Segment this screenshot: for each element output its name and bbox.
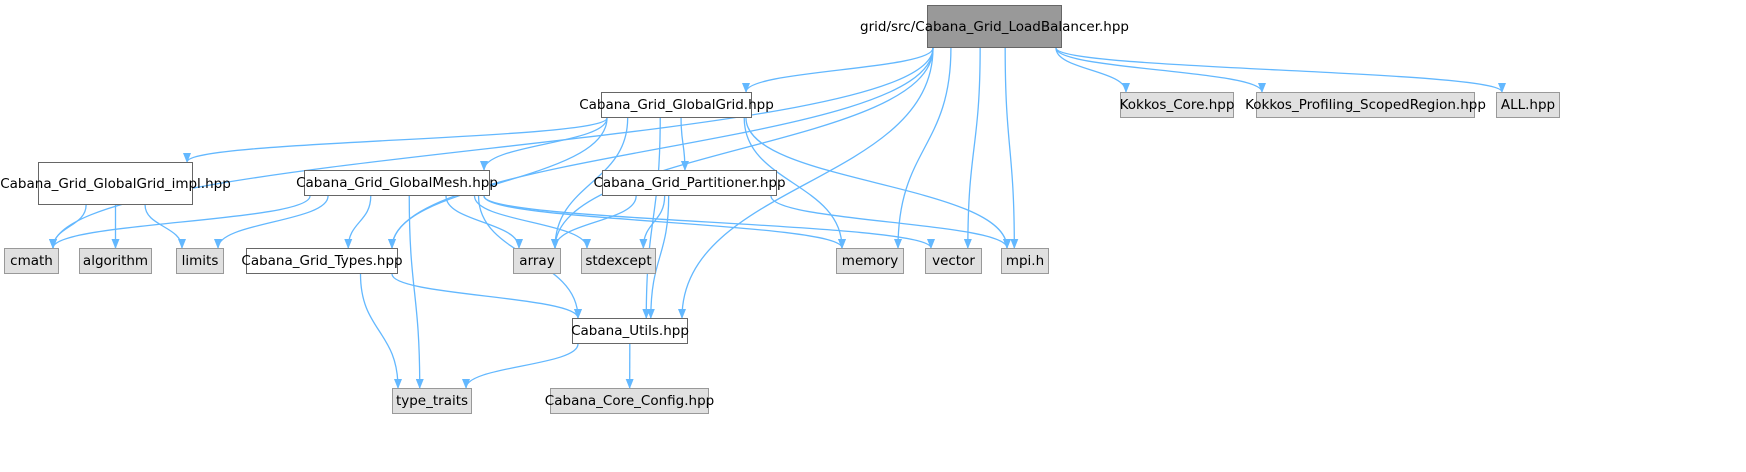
node-root-loadbalancer[interactable]: grid/src/Cabana_Grid _LoadBalancer.hpp <box>927 5 1062 48</box>
node-label-line: Cabana_Utils.hpp <box>571 321 689 341</box>
node-utils[interactable]: Cabana_Utils.hpp <box>572 318 688 344</box>
node-label-line: limits <box>182 251 219 271</box>
edge-root-to-mpi <box>1005 48 1014 248</box>
edge-types-to-type_traits <box>361 274 399 388</box>
node-label-line: Cabana_Grid_Partitioner.hpp <box>593 173 785 193</box>
edge-globalmesh-to-vector <box>484 196 931 248</box>
node-globalgrid-impl[interactable]: Cabana_Grid_GlobalGrid _impl.hpp <box>38 162 193 205</box>
node-label-line: array <box>519 251 554 271</box>
node-label-line: memory <box>842 251 898 271</box>
node-label-line: Cabana_Grid_GlobalGrid <box>0 174 165 194</box>
node-globalmesh[interactable]: Cabana_Grid_GlobalMesh.hpp <box>304 170 490 196</box>
edge-utils-to-type_traits <box>466 344 578 388</box>
node-label-line: algorithm <box>83 251 148 271</box>
node-label-line: Cabana_Grid_GlobalMesh.hpp <box>296 173 498 193</box>
node-mpi[interactable]: mpi.h <box>1001 248 1049 274</box>
node-cmath[interactable]: cmath <box>4 248 59 274</box>
node-algorithm[interactable]: algorithm <box>79 248 152 274</box>
node-label-line: type_traits <box>396 391 468 411</box>
node-label-line: cmath <box>10 251 53 271</box>
node-globalgrid[interactable]: Cabana_Grid_GlobalGrid.hpp <box>601 92 752 118</box>
node-label-line: _LoadBalancer.hpp <box>1002 17 1129 37</box>
edge-root-to-globalgrid <box>746 48 933 92</box>
edge-root-to-vector <box>968 48 980 248</box>
node-label-line: mpi.h <box>1006 251 1044 271</box>
node-label-line: Cabana_Grid_Types.hpp <box>241 251 402 271</box>
node-label-line: stdexcept <box>585 251 651 271</box>
edge-root-to-memory <box>898 48 951 248</box>
edge-globalmesh-to-memory <box>484 196 842 248</box>
node-memory[interactable]: memory <box>836 248 904 274</box>
node-core-config[interactable]: Cabana_Core_Config.hpp <box>550 388 709 414</box>
edge-partitioner-to-array <box>555 196 636 248</box>
node-kokkos-core[interactable]: Kokkos_Core.hpp <box>1120 92 1234 118</box>
edge-root-to-kokkos_prof <box>1056 48 1262 92</box>
node-label-line: Kokkos_Profiling_ScopedRegion.hpp <box>1245 95 1486 115</box>
node-stdexcept[interactable]: stdexcept <box>581 248 656 274</box>
node-kokkos-profiling[interactable]: Kokkos_Profiling_ScopedRegion.hpp <box>1256 92 1475 118</box>
edge-types-to-utils <box>392 274 578 318</box>
node-label-line: vector <box>932 251 975 271</box>
edge-root-to-kokkos_core <box>1056 48 1126 92</box>
node-label-line: grid/src/Cabana_Grid <box>860 17 1002 37</box>
node-vector[interactable]: vector <box>925 248 982 274</box>
node-label-line: _impl.hpp <box>165 174 231 194</box>
edge-globalmesh-to-types <box>348 196 371 248</box>
node-type-traits[interactable]: type_traits <box>392 388 472 414</box>
edge-globalgrid_impl-to-limits <box>145 205 182 248</box>
node-array[interactable]: array <box>513 248 561 274</box>
node-label-line: Kokkos_Core.hpp <box>1120 95 1235 115</box>
node-label-line: Cabana_Grid_GlobalGrid.hpp <box>579 95 774 115</box>
edge-partitioner-to-mpi <box>771 196 1007 248</box>
edge-root-to-cmath <box>53 48 933 248</box>
edge-globalmesh-to-limits <box>218 196 328 248</box>
edge-globalmesh-to-array <box>446 196 519 248</box>
node-partitioner[interactable]: Cabana_Grid_Partitioner.hpp <box>602 170 777 196</box>
node-label-line: Cabana_Core_Config.hpp <box>545 391 714 411</box>
node-types[interactable]: Cabana_Grid_Types.hpp <box>246 248 398 274</box>
node-label-line: ALL.hpp <box>1501 95 1555 115</box>
edge-globalgrid-to-globalgrid_impl <box>187 118 607 162</box>
node-limits[interactable]: limits <box>176 248 224 274</box>
node-all[interactable]: ALL.hpp <box>1496 92 1560 118</box>
edge-globalmesh-to-type_traits <box>409 196 420 388</box>
